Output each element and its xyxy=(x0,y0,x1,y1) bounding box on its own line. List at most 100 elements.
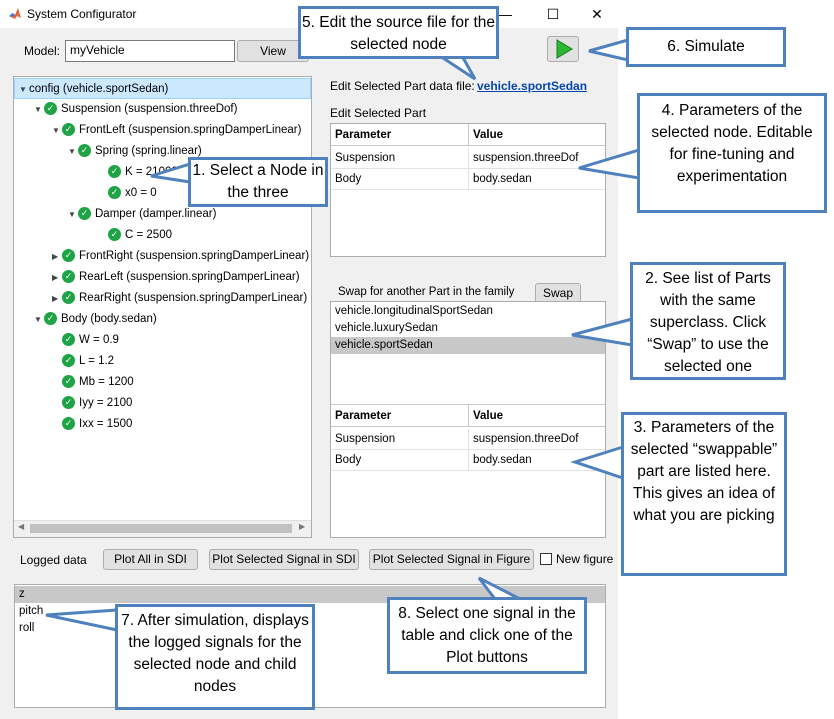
check-circle-icon: ✓ xyxy=(62,375,75,389)
tree-node[interactable]: ▼✓ Suspension (suspension.threeDof) xyxy=(14,99,237,120)
tree-node-label: FrontLeft (suspension.springDamperLinear… xyxy=(79,124,302,136)
check-circle-icon: ✓ xyxy=(108,165,121,179)
tree-node-label: Spring (spring.linear) xyxy=(95,145,202,157)
table-cell-value[interactable]: body.sedan xyxy=(469,450,605,471)
callout-3-pointer xyxy=(570,444,625,481)
scroll-left-icon[interactable]: ◀ xyxy=(18,522,25,531)
callout-3: 3. Parameters of the selected “swappable… xyxy=(621,412,787,576)
view-button[interactable]: View xyxy=(237,40,309,62)
chevron-down-icon[interactable]: ▼ xyxy=(34,315,42,324)
tree-node-label: Body (body.sedan) xyxy=(61,313,157,325)
callout-5-pointer xyxy=(434,54,477,81)
logged-data-label: Logged data xyxy=(20,553,87,567)
tree-node-label: Suspension (suspension.threeDof) xyxy=(61,103,238,115)
new-figure-label: New figure xyxy=(556,552,614,566)
callout-7-pointer xyxy=(45,608,119,632)
chevron-down-icon[interactable]: ▼ xyxy=(52,126,60,135)
check-circle-icon: ✓ xyxy=(44,102,57,116)
callout-4: 4. Parameters of the selected node. Edit… xyxy=(637,93,827,213)
tree-node[interactable]: ✓Mb = 1200 xyxy=(14,372,134,393)
tree-node-label: W = 0.9 xyxy=(79,334,119,346)
callout-1: 1. Select a Node in the three xyxy=(188,157,328,207)
tree-node[interactable]: ✓ Iyy = 2100 xyxy=(14,393,132,414)
check-circle-icon: ✓ xyxy=(62,333,75,347)
callout-8: 8. Select one signal in the table and cl… xyxy=(387,597,587,674)
callout-7: 7. After simulation, displays the logged… xyxy=(115,604,315,710)
chevron-down-icon[interactable]: ▼ xyxy=(68,147,76,156)
swap-divider xyxy=(331,404,605,405)
tree-node[interactable]: ✓ L = 1.2 xyxy=(14,351,114,372)
chevron-down-icon[interactable]: ▼ xyxy=(68,210,76,219)
scroll-thumb[interactable] xyxy=(30,524,292,533)
tree-node[interactable]: ▼config (vehicle.sportSedan) xyxy=(14,78,311,99)
tree-horizontal-scrollbar[interactable]: ◀ ▶ xyxy=(14,520,311,537)
check-circle-icon: ✓ xyxy=(108,228,121,242)
config-tree[interactable]: ▼config (vehicle.sportSedan)▼✓Suspension… xyxy=(13,76,312,538)
tree-node[interactable]: ▶✓RearLeft (suspension.springDamperLinea… xyxy=(14,267,300,288)
edit-section-label: Edit Selected Part xyxy=(330,106,427,120)
table-cell-value[interactable]: suspension.threeDof xyxy=(469,148,605,169)
edit-col-value: Value xyxy=(469,124,605,146)
edit-file-label: Edit Selected Part data file: xyxy=(330,79,475,93)
edit-file-link[interactable]: vehicle.sportSedan xyxy=(477,79,588,93)
callout-2: 2. See list of Parts with the same super… xyxy=(630,262,786,380)
close-button[interactable]: ✕ xyxy=(591,6,603,22)
matlab-logo-icon xyxy=(9,8,21,19)
check-circle-icon: ✓ xyxy=(78,144,91,158)
minimize-button[interactable]: — xyxy=(498,6,512,22)
plot-selected-sdi-button[interactable]: Plot Selected Signal in SDI xyxy=(209,549,359,570)
tree-node[interactable]: ▼✓ Spring (spring.linear) xyxy=(14,141,202,162)
chevron-right-icon[interactable]: ▶ xyxy=(52,294,59,303)
tree-node[interactable]: ✓x0 = 0 xyxy=(14,183,157,204)
callout-6-pointer xyxy=(588,38,630,62)
swap-option-item[interactable]: vehicle.luxurySedan xyxy=(335,322,438,334)
signal-list-item[interactable]: pitch xyxy=(19,605,44,617)
simulate-button[interactable] xyxy=(547,36,579,62)
tree-node-label: RearRight (suspension.springDamperLinear… xyxy=(79,292,308,304)
tree-node[interactable]: ▶✓RearRight (suspension.springDamperLine… xyxy=(14,288,307,309)
plot-selected-figure-button[interactable]: Plot Selected Signal in Figure xyxy=(369,549,534,570)
tree-node-label: L = 1.2 xyxy=(79,355,115,367)
table-cell-value[interactable]: suspension.threeDof xyxy=(469,429,605,450)
table-cell-parameter[interactable]: Suspension xyxy=(331,148,469,169)
check-circle-icon: ✓ xyxy=(108,186,121,200)
model-input[interactable]: myVehicle xyxy=(65,40,235,62)
signal-list-item[interactable]: roll xyxy=(19,622,35,634)
new-figure-checkbox[interactable] xyxy=(540,553,552,565)
chevron-down-icon[interactable]: ▼ xyxy=(34,105,42,114)
tree-node-label: FrontRight (suspension.springDamperLinea… xyxy=(79,250,310,262)
tree-node-label: RearLeft (suspension.springDamperLinear) xyxy=(79,271,300,283)
tree-node[interactable]: ▼✓Body (body.sedan) xyxy=(14,309,157,330)
tree-node[interactable]: ▼✓FrontLeft (suspension.springDamperLine… xyxy=(14,120,301,141)
tree-node-label: Damper (damper.linear) xyxy=(95,208,217,220)
tree-node[interactable]: ▼✓Damper (damper.linear) xyxy=(14,204,216,225)
scroll-right-icon[interactable]: ▶ xyxy=(299,522,306,531)
check-circle-icon: ✓ xyxy=(62,354,75,368)
tree-node[interactable]: ✓ W = 0.9 xyxy=(14,330,119,351)
tree-node[interactable]: ▶✓FrontRight (suspension.springDamperLin… xyxy=(14,246,309,267)
table-cell-parameter[interactable]: Suspension xyxy=(331,429,469,450)
chevron-right-icon[interactable]: ▶ xyxy=(52,252,59,261)
callout-4-pointer xyxy=(578,147,641,180)
tree-node-label: Iyy = 2100 xyxy=(79,397,133,409)
check-circle-icon: ✓ xyxy=(62,396,75,410)
table-cell-value[interactable]: body.sedan xyxy=(469,169,605,190)
tree-node-label: config (vehicle.sportSedan) xyxy=(29,83,169,95)
callout-8-pointer xyxy=(477,576,521,601)
check-circle-icon: ✓ xyxy=(62,417,75,431)
maximize-button[interactable]: ☐ xyxy=(546,6,560,22)
table-cell-parameter[interactable]: Body xyxy=(331,450,469,471)
swap-option-item[interactable]: vehicle.sportSedan xyxy=(331,337,605,354)
callout-1-pointer xyxy=(150,161,192,184)
tree-node[interactable]: ✓Ixx = 1500 xyxy=(14,414,132,435)
swap-option-item[interactable]: vehicle.longitudinalSportSedan xyxy=(335,305,493,317)
window-title: System Configurator xyxy=(27,7,137,21)
swap-section-label: Swap for another Part in the family xyxy=(338,286,515,298)
table-cell-parameter[interactable]: Body xyxy=(331,169,469,190)
chevron-down-icon[interactable]: ▼ xyxy=(19,85,27,94)
plot-all-sdi-button[interactable]: Plot All in SDI xyxy=(103,549,198,570)
tree-node[interactable]: ✓C = 2500 xyxy=(14,225,172,246)
chevron-right-icon[interactable]: ▶ xyxy=(52,273,59,282)
